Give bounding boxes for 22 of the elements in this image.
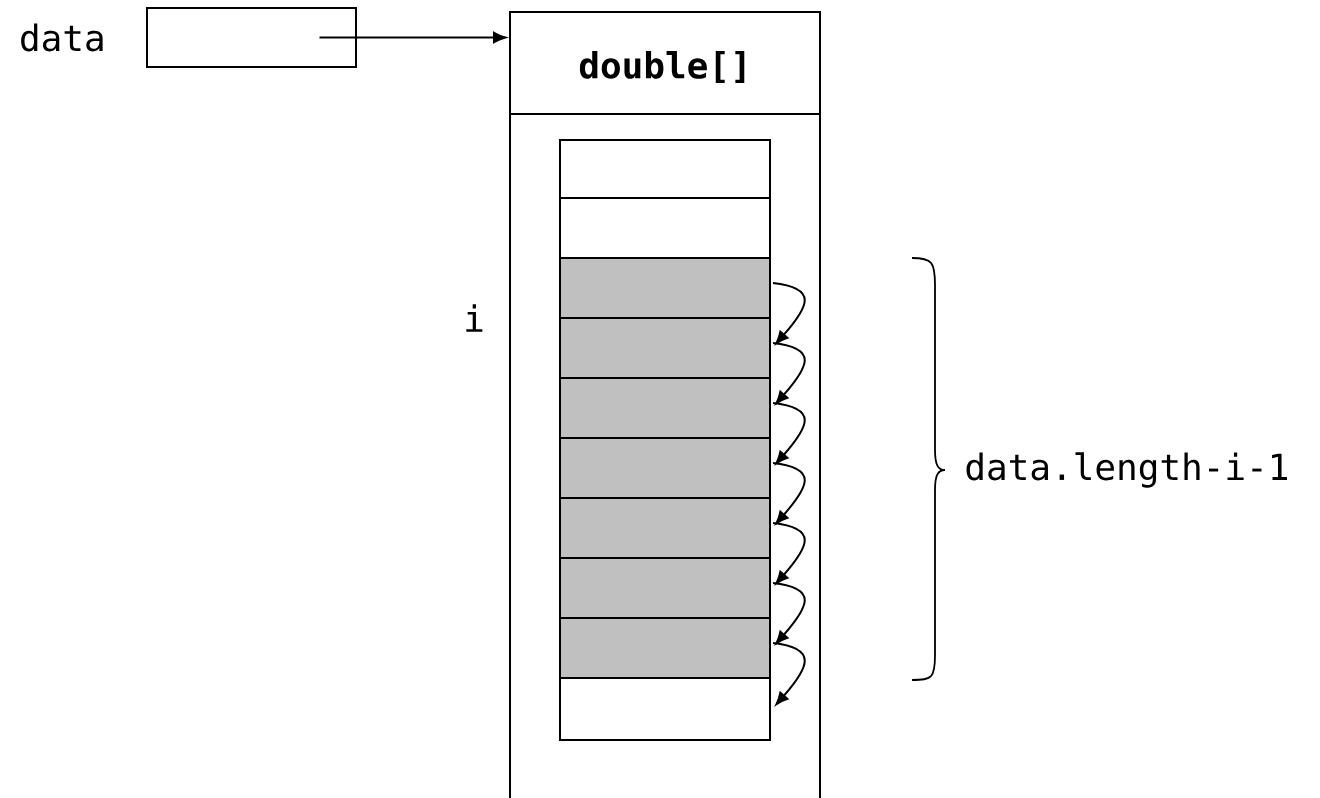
array-cell xyxy=(559,377,771,439)
variable-name: data xyxy=(21,23,103,52)
pointer-arrow xyxy=(318,31,507,44)
shift-arrow xyxy=(772,642,806,706)
shift-arrow xyxy=(772,282,806,345)
array-cell xyxy=(559,317,771,379)
shift-arrow xyxy=(772,582,806,645)
variable-box xyxy=(146,7,357,68)
shift-arrow xyxy=(772,342,806,405)
object-box: double[] xyxy=(509,11,821,798)
array-cell xyxy=(559,617,771,679)
array-cell xyxy=(559,557,771,619)
shift-arrow xyxy=(772,402,806,465)
array-cell xyxy=(559,497,771,559)
array-cell xyxy=(559,437,771,499)
index-label: i xyxy=(466,304,483,332)
shift-arrow xyxy=(772,522,806,585)
array-cell xyxy=(559,257,771,319)
shift-arrow xyxy=(772,462,806,525)
brace-label: data.length-i-1 xyxy=(966,452,1287,488)
array-cell xyxy=(559,677,771,741)
array-cell xyxy=(559,139,771,199)
